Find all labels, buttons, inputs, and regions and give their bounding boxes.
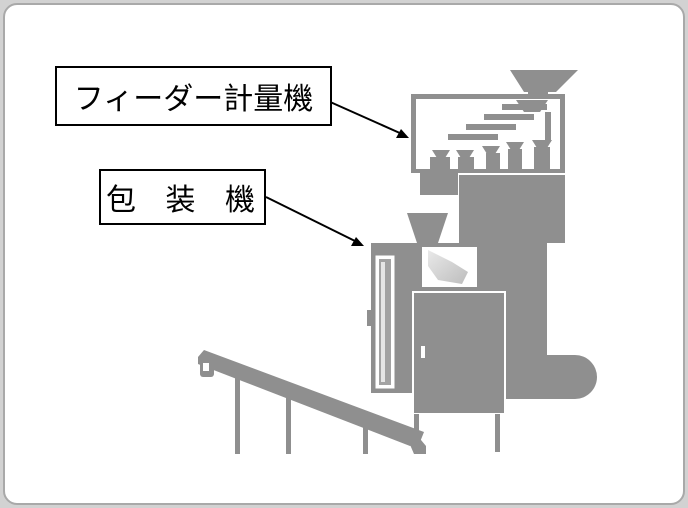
packaging-body xyxy=(367,243,506,452)
feeder-weigher-label: フィーダー計量機 xyxy=(55,66,332,126)
arrow-feeder xyxy=(327,100,409,138)
packaging-machine-label: 包 装 機 xyxy=(99,169,266,225)
arrow-packer xyxy=(265,196,364,246)
weigher-housing xyxy=(411,94,565,173)
